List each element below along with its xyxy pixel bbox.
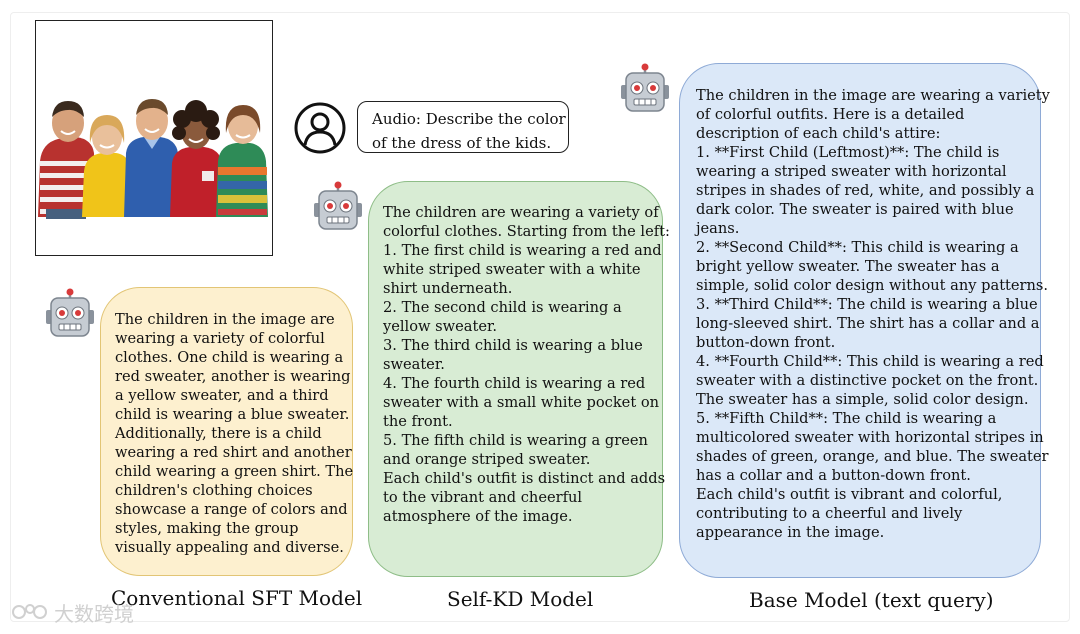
response-line: 5. **Fifth Child**: The child is wearing… <box>696 410 997 427</box>
response-line: wearing a red shirt and another <box>115 444 352 461</box>
response-line: shirt underneath. <box>383 280 513 297</box>
response-line: 1. The first child is wearing a red and <box>383 242 662 259</box>
child-5-figure <box>216 105 268 217</box>
response-line: wearing a striped sweater with horizonta… <box>696 163 1007 180</box>
response-line: bright yellow sweater. The sweater has a <box>696 258 1000 275</box>
children-photo <box>35 20 273 256</box>
response-line: multicolored sweater with horizontal str… <box>696 429 1044 446</box>
response-line: child is wearing a blue sweater. <box>115 406 350 423</box>
figure-frame <box>10 12 1070 622</box>
response-line: red sweater, another is wearing <box>115 368 351 385</box>
selfkd-model-label: Self-KD Model <box>447 587 594 611</box>
response-line: long-sleeved shirt. The shirt has a coll… <box>696 315 1040 332</box>
response-line: jeans. <box>696 220 740 237</box>
response-line: simple, solid color design without any p… <box>696 277 1049 294</box>
response-line: children's clothing choices <box>115 482 313 499</box>
robot-icon <box>45 288 95 340</box>
query-line: Audio: Describe the color <box>372 110 566 128</box>
response-line: button-down front. <box>696 334 836 351</box>
response-line: the front. <box>383 413 453 430</box>
response-line: atmosphere of the image. <box>383 508 573 525</box>
child-3-figure <box>124 99 180 217</box>
response-line: appearance in the image. <box>696 524 885 541</box>
watermark-text: 大数跨境 <box>54 601 134 626</box>
child-1-figure <box>38 101 96 219</box>
response-line: 4. The fourth child is wearing a red <box>383 375 646 392</box>
base-response-bubble: The children in the image are wearing a … <box>679 63 1050 578</box>
response-line: sweater with a distinctive pocket on the… <box>696 372 1039 389</box>
response-line: Each child's outfit is distinct and adds <box>383 470 666 487</box>
query-bubble: Audio: Describe the color of the dress o… <box>357 101 569 153</box>
response-line: a yellow sweater, and a third <box>115 387 329 404</box>
response-line: styles, making the group <box>115 520 299 537</box>
response-line: and orange striped sweater. <box>383 451 591 468</box>
response-line: white striped sweater with a white <box>383 261 641 278</box>
response-line: 4. **Fourth Child**: This child is weari… <box>696 353 1044 370</box>
response-line: wearing a variety of colorful <box>115 330 325 347</box>
response-line: to the vibrant and cheerful <box>383 489 583 506</box>
user-icon <box>293 101 347 155</box>
robot-icon <box>620 63 670 115</box>
response-line: Each child's outfit is vibrant and color… <box>696 486 1003 503</box>
response-line: yellow sweater. <box>383 318 497 335</box>
response-line: stripes in shades of red, white, and pos… <box>696 182 1035 199</box>
response-line: shades of green, orange, and blue. The s… <box>696 448 1049 465</box>
response-line: visually appealing and diverse. <box>115 539 344 556</box>
response-line: Additionally, there is a child <box>115 425 322 442</box>
response-line: The children in the image are <box>115 311 335 328</box>
base-model-label: Base Model (text query) <box>749 588 994 612</box>
response-line: 1. **First Child (Leftmost)**: The child… <box>696 144 1000 161</box>
response-line: colorful clothes. Starting from the left… <box>383 223 670 240</box>
watermark: 大数跨境 <box>10 597 134 627</box>
sft-model-label: Conventional SFT Model <box>111 586 363 610</box>
response-line: clothes. One child is wearing a <box>115 349 344 366</box>
child-2-figure <box>82 115 132 217</box>
response-line: dark color. The sweater is paired with b… <box>696 201 1014 218</box>
selfkd-response-bubble: The children are wearing a variety of col… <box>368 181 670 577</box>
query-line: of the dress of the kids. <box>372 134 552 152</box>
response-line: has a collar and a button-down front. <box>696 467 971 484</box>
response-line: showcase a range of colors and <box>115 501 348 518</box>
response-line: 5. The fifth child is wearing a green <box>383 432 648 449</box>
response-line: child wearing a green shirt. The <box>115 463 354 480</box>
watermark-logo-icon <box>12 604 47 619</box>
response-line: 2. **Second Child**: This child is weari… <box>696 239 1019 256</box>
robot-icon <box>313 181 363 233</box>
response-line: of colorful outfits. Here is a detailed <box>696 106 965 123</box>
response-line: 3. **Third Child**: The child is wearing… <box>696 296 1038 313</box>
child-4-figure <box>170 100 224 217</box>
response-line: sweater with a small white pocket on <box>383 394 660 411</box>
response-line: 2. The second child is wearing a <box>383 299 622 316</box>
sft-response-bubble: The children in the image are wearing a v… <box>100 287 353 576</box>
response-line: sweater. <box>383 356 445 373</box>
response-line: contributing to a cheerful and lively <box>696 505 963 522</box>
response-line: The children are wearing a variety of <box>383 204 659 221</box>
response-line: 3. The third child is wearing a blue <box>383 337 643 354</box>
response-line: The children in the image are wearing a … <box>696 87 1050 104</box>
response-line: description of each child's attire: <box>696 125 941 142</box>
response-line: The sweater has a simple, solid color de… <box>696 391 1029 408</box>
